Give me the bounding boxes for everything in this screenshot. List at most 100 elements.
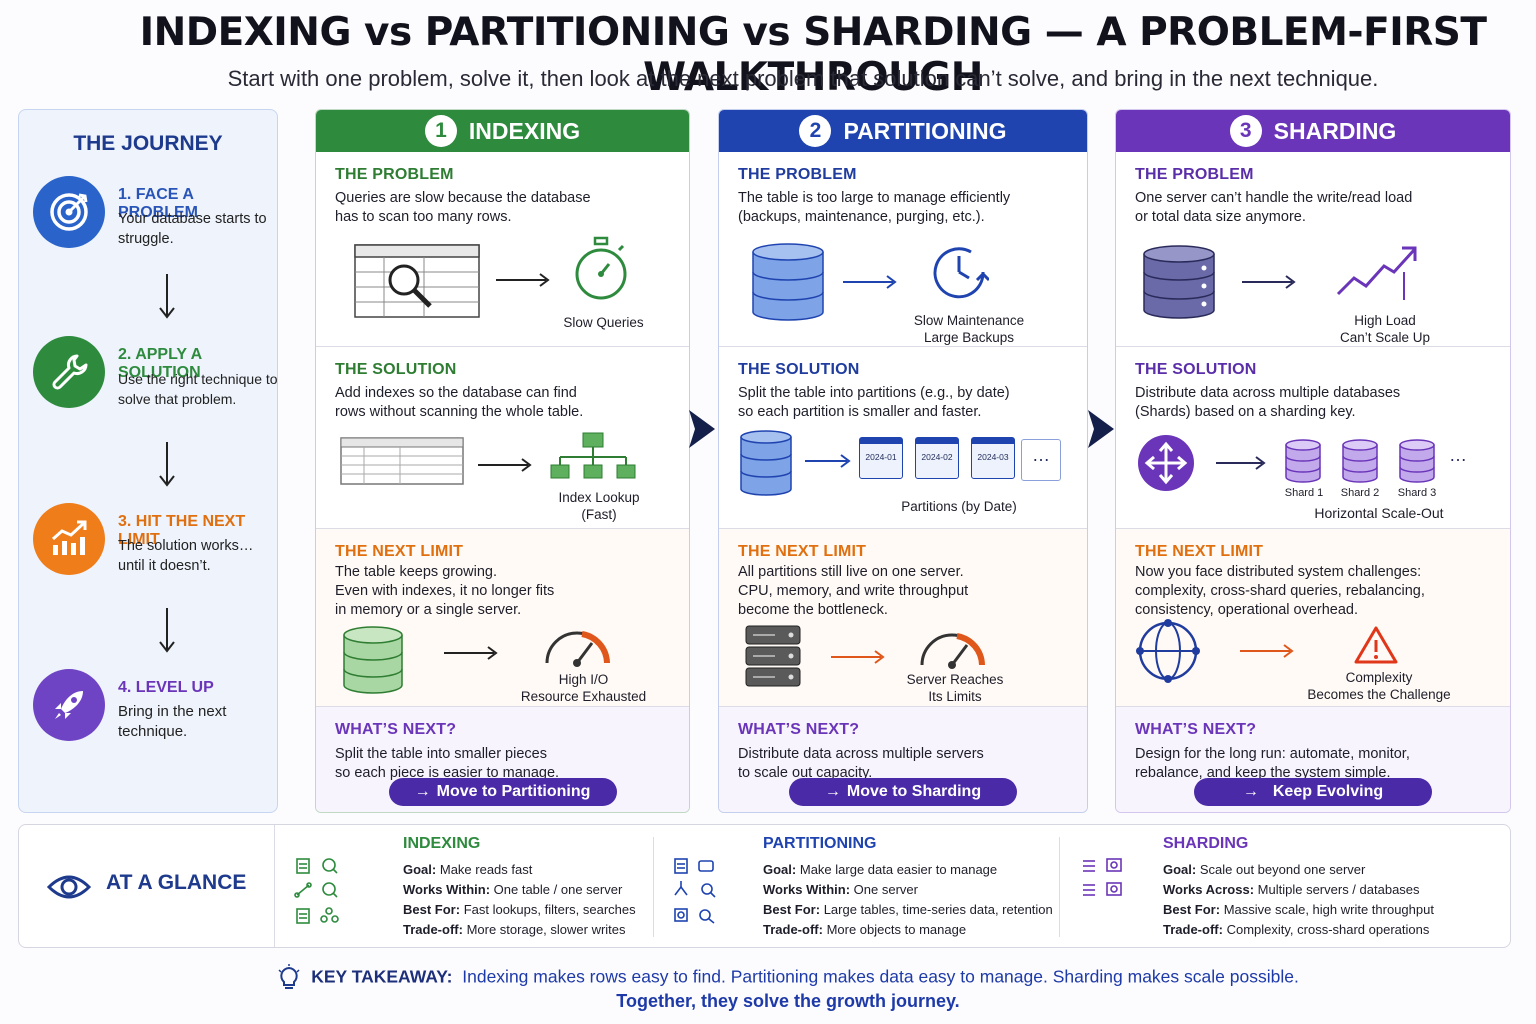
- high-load-chart-icon: [1336, 246, 1417, 300]
- indexing-header: 1 INDEXING: [316, 110, 689, 152]
- next-limit-section: THE NEXT LIMIT The table keeps growing. …: [316, 528, 689, 706]
- database-icon: [1143, 245, 1215, 319]
- at-a-glance-panel: AT A GLANCE INDEXING Goal: Make reads fa…: [18, 824, 1511, 948]
- arrow-right-icon: [444, 646, 498, 660]
- section-label: WHAT’S NEXT?: [335, 721, 457, 738]
- problem-section: THE PROBLEM The table is too large to ma…: [719, 152, 1087, 346]
- section-text: Split the table into smaller pieces so e…: [335, 746, 560, 781]
- glance-best: Best For: Large tables, time-series data…: [763, 902, 1053, 917]
- arrow-right-icon: [831, 650, 885, 664]
- arrow-right-icon: [805, 454, 851, 468]
- calendar-icon: 2024-02: [915, 437, 959, 479]
- section-label: THE PROBLEM: [738, 166, 857, 183]
- solution-caption: Index Lookup (Fast): [558, 490, 640, 522]
- glance-goal: Goal: Make large data easier to manage: [763, 862, 998, 877]
- arrow-right-icon: [843, 275, 897, 289]
- problem-section: THE PROBLEM Queries are slow because the…: [316, 152, 689, 346]
- network-globe-icon: [1136, 619, 1200, 683]
- partitioning-header: 2 PARTITIONING: [719, 110, 1087, 152]
- next-limit-section: THE NEXT LIMIT Now you face distributed …: [1116, 528, 1510, 706]
- shard-database-icon: [1342, 439, 1378, 483]
- section-text: Queries are slow because the database ha…: [335, 190, 591, 225]
- indexing-column: 1 INDEXING THE PROBLEM Queries are slow …: [315, 109, 690, 813]
- eye-icon: [47, 875, 91, 899]
- step-number: 1: [424, 115, 457, 147]
- sharding-column: 3 SHARDING THE PROBLEM One server can’t …: [1115, 109, 1511, 813]
- whats-next-section: WHAT’S NEXT? Split the table into smalle…: [316, 706, 689, 812]
- page-subtitle: Start with one problem, solve it, then l…: [227, 66, 1379, 91]
- arrow-right-icon: [496, 273, 550, 287]
- glance-tradeoff: Trade-off: More storage, slower writes: [403, 922, 626, 937]
- solution-section: THE SOLUTION Split the table into partit…: [719, 346, 1087, 528]
- journey-step-desc: Bring in the next technique.: [118, 703, 227, 740]
- journey-step-desc: Use the right technique to solve that pr…: [118, 371, 278, 407]
- solution-caption: Horizontal Scale-Out: [1314, 505, 1444, 521]
- journey-step-title: 2. APPLY A SOLUTION: [118, 346, 202, 381]
- section-text: Design for the long run: automate, monit…: [1135, 746, 1410, 781]
- sharding-header: 3 SHARDING: [1116, 110, 1510, 152]
- section-label: THE NEXT LIMIT: [738, 543, 867, 560]
- journey-step-3: 3. HIT THE NEXT LIMIT The solution works…: [33, 503, 277, 583]
- database-icon: [752, 243, 824, 321]
- column-title: SHARDING: [1273, 117, 1397, 144]
- database-icon: [740, 430, 792, 496]
- page-title: INDEXING vs PARTITIONING vs SHARDING — A…: [139, 10, 1487, 100]
- lightbulb-icon: [278, 964, 300, 989]
- clock-icon: [933, 247, 989, 299]
- section-text: Add indexes so the database can find row…: [335, 385, 584, 420]
- solution-section: THE SOLUTION Distribute data across mult…: [1116, 346, 1510, 528]
- section-text: One server can’t handle the write/read l…: [1135, 190, 1413, 225]
- partitioning-feature-icons: [674, 858, 716, 924]
- move-to-sharding-button[interactable]: →Move to Sharding: [789, 778, 1017, 806]
- section-text: Distribute data across multiple database…: [1135, 385, 1401, 420]
- rocket-icon: [33, 669, 105, 741]
- journey-step-title: 1. FACE A PROBLEM: [118, 186, 198, 221]
- glance-goal: Goal: Scale out beyond one server: [1163, 862, 1366, 877]
- limit-caption: Complexity Becomes the Challenge: [1307, 670, 1451, 702]
- target-icon: [33, 176, 105, 248]
- keep-evolving-button[interactable]: →Keep Evolving: [1194, 778, 1432, 806]
- big-chevron-icon: [1088, 410, 1114, 448]
- journey-step-desc: Your database starts to struggle.: [118, 211, 267, 247]
- column-title: INDEXING: [468, 117, 581, 144]
- step-number: 3: [1229, 115, 1262, 147]
- takeaway-text: Indexing makes rows easy to find. Partit…: [462, 966, 1299, 987]
- problem-section: THE PROBLEM One server can’t handle the …: [1116, 152, 1510, 346]
- glance-tradeoff: Trade-off: More objects to manage: [763, 922, 967, 937]
- section-text: The table keeps growing. Even with index…: [335, 564, 555, 618]
- glance-name: INDEXING: [403, 835, 481, 852]
- down-arrow-icon: [159, 442, 175, 487]
- partitioning-column: 2 PARTITIONING THE PROBLEM The table is …: [718, 109, 1088, 813]
- solution-section: THE SOLUTION Add indexes so the database…: [316, 346, 689, 528]
- shard-label: Shard 3: [1397, 487, 1437, 499]
- glance-header: AT A GLANCE: [19, 825, 275, 947]
- shard-database-icon: [1285, 439, 1321, 483]
- arrow-right-icon: [1240, 644, 1294, 658]
- shard-label: Shard 2: [1340, 487, 1380, 499]
- limit-caption: Server Reaches Its Limits: [906, 672, 1004, 704]
- shard-database-icon: [1399, 439, 1435, 483]
- database-icon: [343, 626, 403, 694]
- problem-caption: Slow Maintenance Large Backups: [913, 313, 1025, 345]
- step-number: 2: [799, 115, 832, 147]
- glance-works: Works Within: One server: [763, 882, 918, 897]
- glance-works: Works Across: Multiple servers / databas…: [1163, 882, 1420, 897]
- sharding-feature-icons: [1083, 858, 1122, 896]
- section-label: THE NEXT LIMIT: [1135, 543, 1264, 560]
- journey-step-title: 3. HIT THE NEXT LIMIT: [118, 513, 246, 548]
- section-text: Distribute data across multiple servers …: [738, 746, 984, 781]
- arrow-right-icon: [478, 458, 532, 472]
- glance-name: SHARDING: [1163, 835, 1249, 852]
- section-label: THE NEXT LIMIT: [335, 543, 464, 560]
- indexing-feature-icons: [294, 858, 339, 924]
- section-label: WHAT’S NEXT?: [738, 721, 860, 738]
- glance-title: AT A GLANCE: [106, 871, 247, 894]
- wrench-icon: [33, 336, 105, 408]
- glance-works: Works Within: One table / one server: [403, 882, 623, 897]
- key-takeaway: KEY TAKEAWAY: Indexing makes rows easy t…: [0, 964, 1536, 992]
- journey-panel: THE JOURNEY 1. FACE A PROBLEM Your datab…: [18, 109, 278, 813]
- move-to-partitioning-button[interactable]: →Move to Partitioning: [388, 778, 617, 806]
- distribute-icon: [1138, 435, 1194, 491]
- shard-label: Shard 1: [1284, 487, 1324, 499]
- takeaway-label: KEY TAKEAWAY:: [311, 966, 453, 987]
